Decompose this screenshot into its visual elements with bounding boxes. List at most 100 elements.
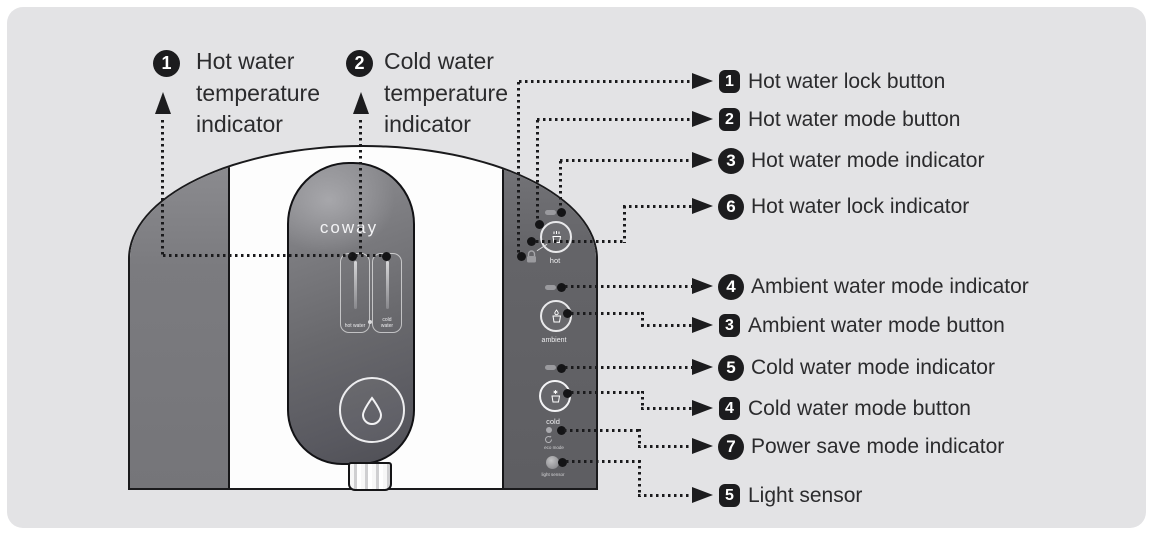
leader-line — [517, 82, 520, 253]
light-sensor — [546, 456, 559, 469]
callout-cold-temp-indicator: Cold water temperature indicator — [384, 48, 509, 137]
dispense-button — [339, 377, 405, 443]
leader-line — [571, 312, 644, 315]
right-arrow — [692, 317, 713, 333]
ambient-indicator-dot — [557, 283, 566, 292]
leader-line — [641, 324, 693, 327]
cold-water-lever-label: cold water — [380, 317, 394, 329]
callout-hot-water-lock-indicator: Hot water lock indicator — [751, 195, 970, 218]
cold-button-dot — [563, 389, 572, 398]
callout-badge: 4 — [719, 397, 740, 420]
callout-badge: 5 — [718, 355, 744, 381]
leader-line — [537, 118, 693, 121]
eco-mode-label: eco mode — [544, 445, 564, 450]
callout-hot-water-mode-button: Hot water mode button — [748, 108, 961, 131]
callout-badge-cold-temp: 2 — [346, 50, 373, 77]
leader-line — [638, 494, 693, 497]
callout-badge-hot-temp: 1 — [153, 50, 180, 77]
cold-lever-dot — [382, 252, 391, 261]
leader-line — [638, 445, 693, 448]
right-arrow — [692, 198, 713, 214]
cold-indicator-dot — [557, 364, 566, 373]
leader-line — [641, 407, 693, 410]
leader-line — [565, 285, 693, 288]
drop-cup-icon — [551, 308, 561, 322]
callout-hot-water-mode-indicator: Hot water mode indicator — [751, 149, 985, 172]
leader-line — [359, 120, 362, 257]
callout-badge: 3 — [719, 314, 740, 337]
callout-cold-water-mode-indicator: Cold water mode indicator — [751, 356, 995, 379]
leader-line — [641, 391, 644, 410]
hot-water-lock-icon — [527, 250, 536, 263]
right-arrow — [692, 359, 713, 375]
right-arrow — [692, 487, 713, 503]
leader-line — [638, 460, 641, 497]
hot-button-label: hot — [549, 256, 561, 265]
leader-line — [519, 80, 693, 83]
brand-logo: coway — [319, 218, 379, 237]
right-arrow — [692, 400, 713, 416]
up-arrow — [155, 92, 171, 114]
leader-line — [638, 429, 641, 448]
callout-badge: 3 — [718, 148, 744, 174]
leader-line — [161, 120, 164, 257]
right-arrow — [692, 278, 713, 294]
hot-water-lever: hot water — [340, 253, 370, 333]
leader-line — [623, 206, 626, 243]
up-arrow — [353, 92, 369, 114]
ambient-water-mode-indicator — [545, 285, 556, 290]
callout-light-sensor: Light sensor — [748, 484, 863, 507]
right-arrow — [692, 438, 713, 454]
leader-line — [623, 205, 693, 208]
callout-hot-water-lock-button: Hot water lock button — [748, 70, 946, 93]
hot-water-lever-label: hot water — [344, 322, 366, 329]
leader-line — [566, 460, 641, 463]
eco-indicator-dot — [557, 426, 566, 435]
callout-power-save-mode-indicator: Power save mode indicator — [751, 435, 1005, 458]
callout-cold-water-mode-button: Cold water mode button — [748, 397, 971, 420]
eco-mode-icon — [545, 435, 552, 443]
hot-mode-indicator-dot — [557, 208, 566, 217]
leader-line — [641, 312, 644, 327]
hot-water-mode-indicator — [545, 210, 556, 215]
callout-ambient-water-mode-button: Ambient water mode button — [748, 314, 1005, 337]
callout-hot-temp-indicator: Hot water temperature indicator — [196, 48, 321, 137]
leader-line — [536, 240, 626, 243]
lever-divider-dot — [368, 320, 372, 324]
snowflake-cup-icon — [550, 389, 560, 402]
right-arrow — [692, 111, 713, 127]
lever-slot — [353, 261, 357, 309]
hot-lock-button-dot — [517, 252, 526, 261]
cold-water-lever: cold water — [372, 253, 402, 333]
cold-water-mode-indicator — [545, 365, 556, 370]
callout-badge: 7 — [718, 434, 744, 460]
callout-badge: 6 — [718, 194, 744, 220]
leader-line — [559, 161, 562, 209]
callout-badge: 2 — [719, 108, 740, 131]
lever-slot — [385, 261, 389, 309]
callout-badge: 4 — [718, 274, 744, 300]
leader-line — [536, 120, 539, 221]
water-spout — [348, 462, 392, 491]
callout-badge: 1 — [719, 70, 740, 93]
callout-ambient-water-mode-indicator: Ambient water mode indicator — [751, 275, 1029, 298]
water-drop-icon — [361, 396, 383, 425]
hot-lock-indicator-dot — [527, 237, 536, 246]
hot-mode-button-dot — [535, 220, 544, 229]
light-sensor-label: light sensor — [541, 472, 565, 477]
right-arrow — [692, 73, 713, 89]
leader-line — [163, 254, 385, 257]
cold-button-label: cold — [546, 417, 560, 426]
power-save-mode-indicator — [546, 427, 552, 433]
leader-line — [564, 429, 641, 432]
right-arrow — [692, 152, 713, 168]
left-pillar — [130, 147, 230, 488]
hot-water-mode-button — [540, 221, 572, 253]
callout-badge: 5 — [719, 484, 740, 507]
light-sensor-dot — [558, 458, 567, 467]
ambient-button-dot — [563, 309, 572, 318]
leader-line — [571, 391, 644, 394]
leader-line — [565, 366, 693, 369]
leader-line — [560, 159, 693, 162]
